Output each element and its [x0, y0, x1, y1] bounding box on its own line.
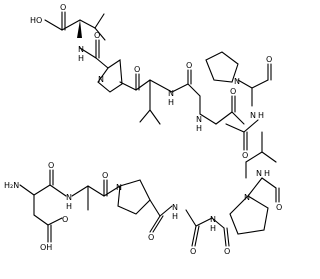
label-o-ala5: O — [224, 247, 230, 256]
proline-3-ring — [229, 177, 280, 235]
label-h-ala4: H — [210, 224, 216, 233]
alanine-1-residue — [199, 95, 245, 125]
label-n-asp: N — [66, 193, 72, 202]
glycine-residue — [225, 119, 259, 151]
label-h-val: H — [168, 98, 174, 107]
label-o-pro3: O — [276, 203, 282, 212]
alanine-4-5-residues — [185, 209, 230, 247]
label-n-pro4-amide: N — [172, 203, 178, 212]
label-h-ala1: H — [196, 124, 202, 133]
label-ho-top: HO — [30, 16, 42, 25]
label-n-pro1: N — [98, 75, 104, 84]
label-o-pro2: O — [230, 87, 236, 96]
proline-1-ring — [97, 59, 151, 93]
label-n-val: N — [168, 89, 174, 98]
label-o-pro4: O — [148, 233, 154, 242]
label-o-pro1: O — [94, 31, 100, 40]
label-n-1: N — [78, 45, 84, 54]
label-n-gly: N — [250, 111, 256, 120]
label-h-gly: H — [258, 111, 264, 120]
alanine-3-residue — [71, 179, 121, 211]
label-o-ala1: O — [186, 61, 192, 70]
proline-2-ring — [205, 51, 272, 107]
label-n-pro2: N — [234, 77, 240, 86]
label-n-ala1: N — [196, 115, 202, 124]
label-h-pro4: H — [172, 212, 178, 221]
label-h-asp: H — [66, 202, 72, 211]
label-o-asp: O — [48, 161, 54, 170]
label-h-1: H — [78, 54, 84, 63]
valine-c-terminus — [44, 11, 106, 41]
label-o-ala3: O — [102, 171, 108, 180]
amide-link-1 — [79, 39, 109, 69]
label-h-ala2: H — [264, 169, 270, 178]
aspartate-residue — [19, 169, 67, 243]
label-h2n: H₂N — [4, 181, 19, 190]
proline-4-ring — [117, 179, 173, 233]
label-o-ala4: O — [190, 247, 196, 256]
label-n-pro4: N — [116, 183, 122, 192]
label-o-asp-side: O — [62, 215, 68, 224]
label-o-gly: O — [266, 55, 272, 64]
alanine-2-residue — [245, 131, 277, 179]
structure-svg: HO O N H O N O N H O N H N O O N H O N H… — [4, 3, 282, 256]
label-o-top: O — [60, 3, 66, 12]
label-n-ala4: N — [210, 215, 216, 224]
label-o-ala2: O — [242, 151, 248, 160]
label-n-pro3: N — [244, 193, 250, 202]
atom-labels: HO O N H O N O N H O N H N O O N H O N H… — [4, 3, 282, 256]
label-n-ala2: N — [256, 169, 262, 178]
valine-residue — [139, 69, 201, 125]
label-o-val: O — [134, 65, 140, 74]
label-oh-asp: OH — [40, 243, 52, 252]
peptide-structure-diagram: HO O N H O N O N H O N H N O O N H O N H… — [4, 3, 282, 256]
